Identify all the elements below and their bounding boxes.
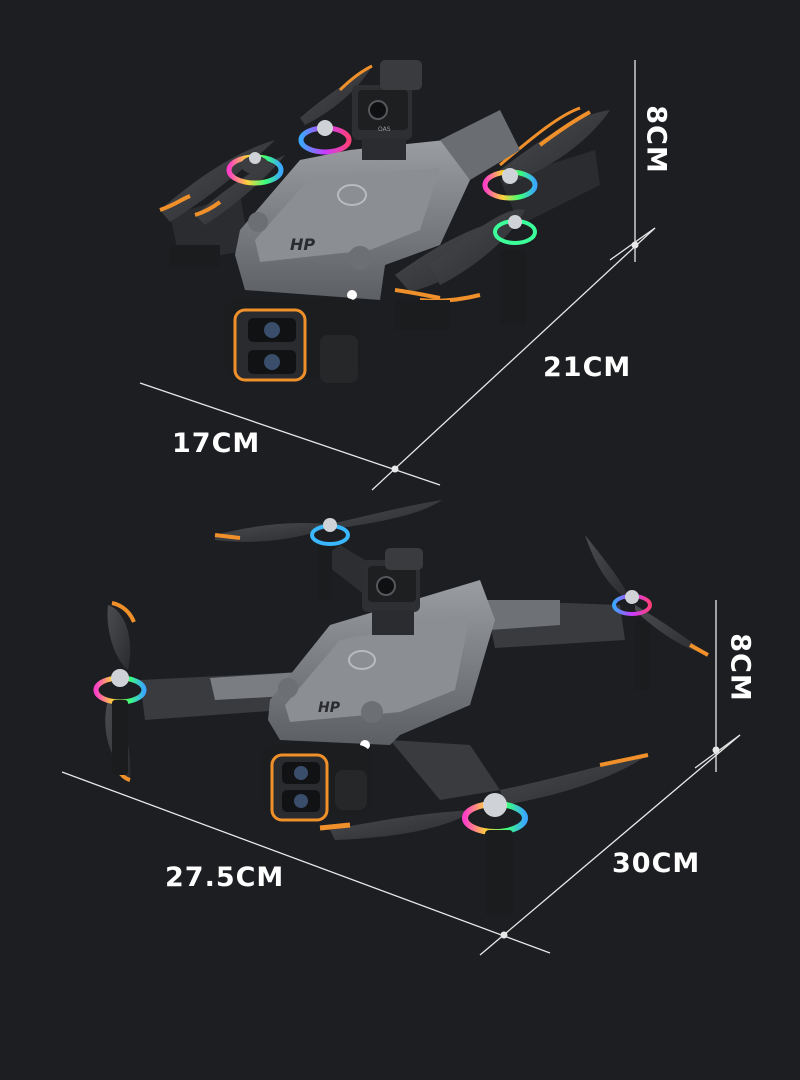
unfolded-width-label: 27.5CM bbox=[165, 862, 285, 893]
unfolded-dimension-lines bbox=[61, 600, 741, 956]
unfolded-drone: HP bbox=[93, 500, 709, 915]
drone-logo-bottom: HP bbox=[318, 700, 341, 716]
drone-logo-top: HP bbox=[290, 235, 315, 254]
unfolded-length-label: 30CM bbox=[612, 848, 701, 879]
folded-length-label: 21CM bbox=[543, 352, 632, 383]
folded-drone: HP OAS bbox=[159, 60, 610, 383]
folded-height-label: 8CM bbox=[640, 105, 672, 174]
unfolded-height-label: 8CM bbox=[724, 633, 756, 702]
svg-text:OAS: OAS bbox=[378, 126, 391, 133]
folded-dimension-lines bbox=[139, 60, 656, 491]
folded-width-label: 17CM bbox=[172, 428, 261, 459]
